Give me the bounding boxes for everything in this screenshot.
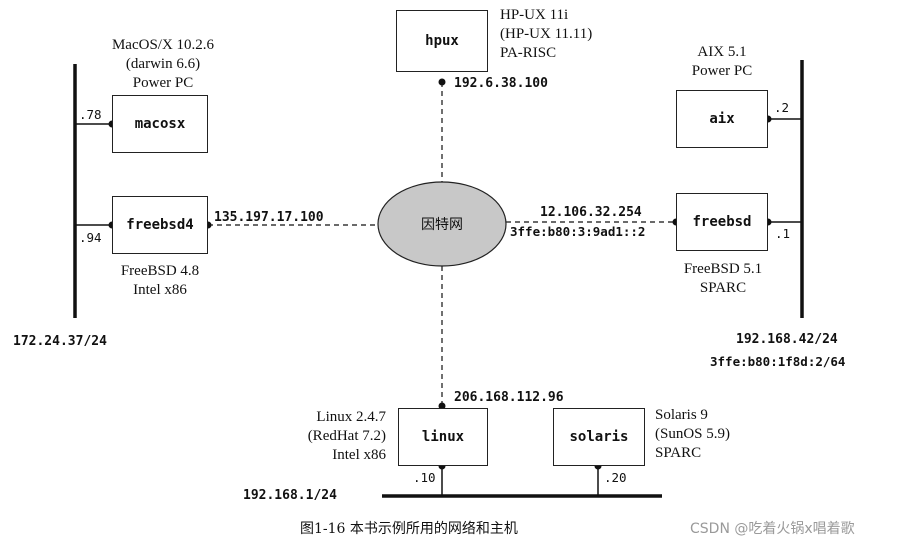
- solaris-description: Solaris 9 (SunOS 5.9) SPARC: [655, 406, 730, 463]
- freebsd-description: FreeBSD 5.1 SPARC: [664, 260, 782, 298]
- host-name-solaris: solaris: [569, 429, 629, 445]
- host-box-macosx: macosx: [112, 95, 208, 153]
- internet-label: 因特网: [421, 217, 463, 233]
- solaris-desc-line: SPARC: [655, 445, 702, 461]
- aix-description: AIX 5.1 Power PC: [670, 43, 774, 81]
- macosx-port: .78: [79, 107, 102, 122]
- interface-dot: [438, 402, 446, 410]
- freebsd-desc-line: SPARC: [699, 280, 747, 296]
- network-label-bottom: 192.168.1/24: [243, 488, 337, 503]
- hpux-desc-line: HP-UX 11i: [500, 7, 569, 23]
- host-name-freebsd: freebsd: [692, 214, 752, 230]
- hpux-desc-line: PA-RISC: [500, 45, 557, 61]
- macosx-desc-line: Power PC: [132, 75, 194, 91]
- freebsd4-desc-line: FreeBSD 4.8: [120, 263, 200, 279]
- linux-port: .10: [413, 470, 436, 485]
- freebsd-desc-line: FreeBSD 5.1: [683, 261, 763, 277]
- freebsd4-port: .94: [79, 230, 102, 245]
- freebsd-ip: 12.106.32.254: [540, 205, 642, 220]
- freebsd4-description: FreeBSD 4.8 Intel x86: [104, 262, 216, 300]
- solaris-desc-line: Solaris 9: [655, 407, 708, 423]
- freebsd4-desc-line: Intel x86: [133, 282, 187, 298]
- aix-desc-line: Power PC: [691, 63, 753, 79]
- hpux-desc-line: (HP-UX 11.11): [500, 26, 593, 42]
- host-box-freebsd4: freebsd4: [112, 196, 208, 254]
- network-label-right-v6: 3ffe:b80:1f8d:2/64: [710, 354, 846, 369]
- host-box-freebsd: freebsd: [676, 193, 768, 251]
- linux-desc-line: (RedHat 7.2): [307, 428, 386, 444]
- figure-caption: 图1-16 本书示例所用的网络和主机: [300, 521, 518, 537]
- linux-desc-line: Linux 2.4.7: [316, 409, 386, 425]
- watermark: CSDN @吃着火锅x唱着歌: [690, 521, 855, 537]
- macosx-desc-line: MacOS/X 10.2.6: [111, 37, 215, 53]
- host-name-macosx: macosx: [134, 116, 186, 132]
- macosx-description: MacOS/X 10.2.6 (darwin 6.6) Power PC: [88, 36, 238, 93]
- host-box-aix: aix: [676, 90, 768, 148]
- aix-port: .2: [774, 100, 790, 115]
- macosx-desc-line: (darwin 6.6): [125, 56, 201, 72]
- aix-desc-line: AIX 5.1: [697, 44, 747, 60]
- linux-desc-line: Intel x86: [332, 447, 386, 463]
- host-box-hpux: hpux: [396, 10, 488, 72]
- host-name-hpux: hpux: [425, 33, 459, 49]
- linux-description: Linux 2.4.7 (RedHat 7.2) Intel x86: [270, 408, 386, 465]
- freebsd-port: .1: [775, 226, 791, 241]
- internet-cloud: [377, 181, 507, 267]
- host-name-freebsd4: freebsd4: [126, 217, 194, 233]
- network-label-left: 172.24.37/24: [13, 334, 107, 349]
- host-name-linux: linux: [421, 429, 465, 445]
- freebsd-ipv6: 3ffe:b80:3:9ad1::2: [510, 224, 646, 239]
- host-name-aix: aix: [709, 111, 735, 127]
- host-box-solaris: solaris: [553, 408, 645, 466]
- hpux-description: HP-UX 11i (HP-UX 11.11) PA-RISC: [500, 6, 592, 63]
- hpux-ip: 192.6.38.100: [454, 76, 548, 91]
- linux-ip: 206.168.112.96: [454, 390, 564, 405]
- host-box-linux: linux: [398, 408, 488, 466]
- interface-dot: [438, 78, 446, 86]
- network-label-right: 192.168.42/24: [736, 332, 838, 347]
- solaris-desc-line: (SunOS 5.9): [655, 426, 731, 442]
- freebsd4-ip: 135.197.17.100: [214, 210, 324, 225]
- solaris-port: .20: [604, 470, 627, 485]
